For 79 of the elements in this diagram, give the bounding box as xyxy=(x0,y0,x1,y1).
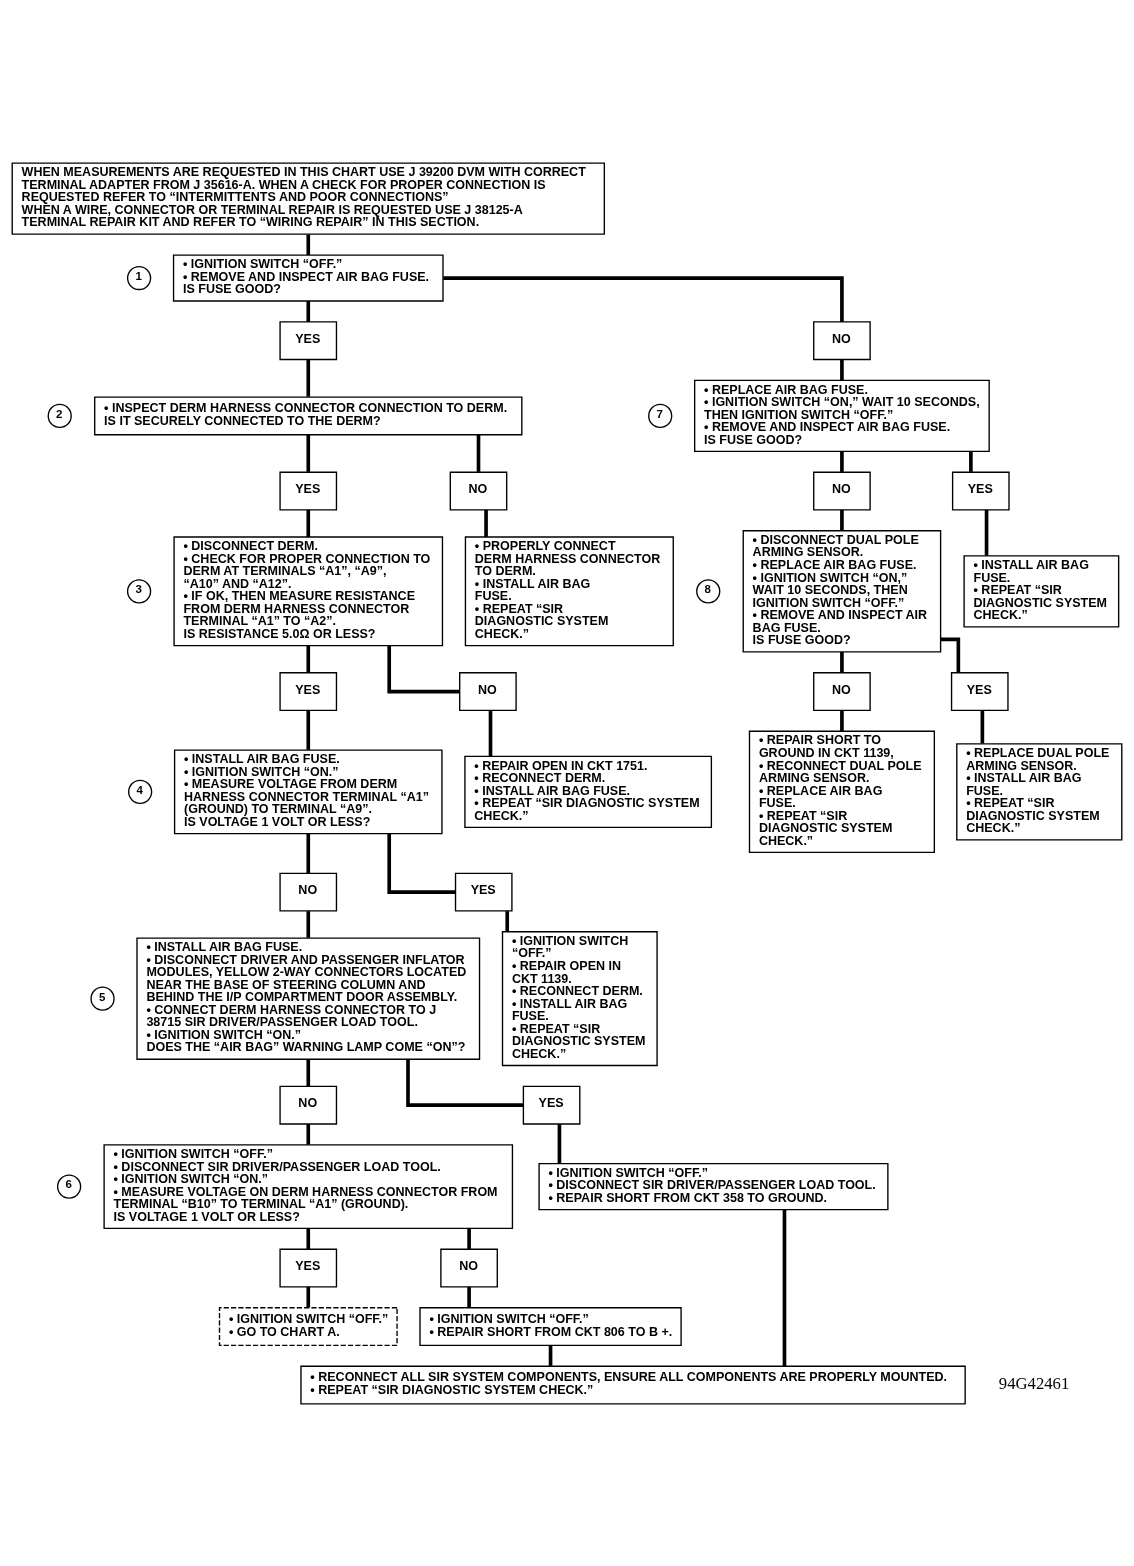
connector xyxy=(306,1286,311,1307)
connector xyxy=(306,509,311,537)
node-box: • IGNITION SWITCH “OFF.” • DISCONNECT SIR DRIVER/PASSENGER LOAD TOOL. • REPAIR SHORT FROM CKT 358 TO GROUND. xyxy=(538,1162,889,1210)
label: 94G42461 xyxy=(998,1373,1070,1393)
connector xyxy=(557,1123,562,1163)
node-box: NO xyxy=(279,1085,338,1125)
connector xyxy=(306,1228,311,1249)
connector xyxy=(548,1344,553,1366)
connector xyxy=(484,509,488,537)
node-box: NO xyxy=(459,671,517,711)
connector xyxy=(840,359,844,380)
node-box: YES xyxy=(950,671,1009,711)
node-box: YES xyxy=(279,471,338,511)
connector xyxy=(505,910,510,931)
node-box: NO xyxy=(813,320,871,360)
connector xyxy=(306,359,311,397)
connector xyxy=(443,275,844,322)
node-label: 4 xyxy=(136,783,143,796)
node-box: • INSPECT DERM HARNESS CONNECTOR CONNECTION TO DERM. IS IT SECURELY CONNECTED TO THE DERM? xyxy=(94,395,523,435)
connector xyxy=(969,451,973,472)
node-box: • IGNITION SWITCH “OFF.” • REPAIR OPEN IN CKT 1139. • RECONNECT DERM. • INSTALL AIR BAG FUSE. • REPEAT “SIR DIAGNOSTIC SYSTEM CHECK.” xyxy=(501,930,658,1066)
node-box: YES xyxy=(951,471,1010,511)
node-box: • DISCONNECT DERM. • CHECK FOR PROPER CONNECTION TO DERM AT TERMINALS “A1”, “A9”, “A10” AND “A12”. • IF OK, THEN MEASURE RESISTANCE FROM DERM HARNESS CONNECTOR TERMINAL “A1” TO “A2”. IS RESISTANCE 5.0Ω OR LESS? xyxy=(173,535,444,646)
node-box: WHEN MEASUREMENTS ARE REQUESTED IN THIS CHART USE J 39200 DVM WITH CORRECT TERMINAL ADAPTER FROM J 35616-A. WHEN A CHECK FOR PROPER CONNECTION IS REQUESTED REFER TO “INTERMITTENTS AND POOR CONNECTIONS” WHEN A WIRE, CONNECTOR OR TERMINAL REPAIR IS REQUESTED USE J 38125-A TERMINAL REPAIR KIT AND REFER TO “WIRING REPAIR” IN THIS SECTION. xyxy=(11,162,605,235)
node-box: • DISCONNECT DUAL POLE ARMING SENSOR. • REPLACE AIR BAG FUSE. • IGNITION SWITCH “ON,” WAIT 10 SECONDS, THEN IGNITION SWITCH “OFF.” • REMOVE AND INSPECT AIR BAG FUSE. IS FUSE GOOD? xyxy=(742,529,942,653)
node-label: 8 xyxy=(704,582,711,595)
connector xyxy=(782,1209,787,1366)
node-box: • IGNITION SWITCH “OFF.” • REPAIR SHORT FROM CKT 806 TO B +. xyxy=(419,1306,682,1346)
connector xyxy=(467,1228,471,1249)
node-box: NO xyxy=(279,872,338,912)
node-box: NO xyxy=(449,471,508,511)
connector xyxy=(984,509,989,556)
connector xyxy=(387,833,456,894)
node-label: 6 xyxy=(65,1177,72,1190)
connector xyxy=(306,1123,311,1145)
node-label: 1 xyxy=(135,269,142,282)
node-box: • REPLACE AIR BAG FUSE. • IGNITION SWITCH “ON,” WAIT 10 SECONDS, THEN IGNITION SWITCH “OFF.” • REMOVE AND INSPECT AIR BAG FUSE. IS FUSE GOOD? xyxy=(694,379,990,452)
connector xyxy=(306,1058,311,1086)
node-box: NO xyxy=(813,671,871,711)
node-box: • REPAIR SHORT TO GROUND IN CKT 1139, • RECONNECT DUAL POLE ARMING SENSOR. • REPLACE AIR BAG FUSE. • REPEAT “SIR DIAGNOSTIC SYSTEM CHECK.” xyxy=(748,730,935,853)
connector xyxy=(406,1058,524,1107)
connector xyxy=(488,709,493,756)
node-box: YES xyxy=(454,872,513,912)
node-box: • IGNITION SWITCH “OFF.” • DISCONNECT SIR DRIVER/PASSENGER LOAD TOOL. • IGNITION SWITCH “ON.” • MEASURE VOLTAGE ON DERM HARNESS CONNECTOR FROM TERMINAL “B10” TO TERMINAL “A1” (GROUND). IS VOLTAGE 1 VOLT OR LESS? xyxy=(103,1143,514,1229)
node-box: • INSTALL AIR BAG FUSE. • REPEAT “SIR DIAGNOSTIC SYSTEM CHECK.” xyxy=(963,554,1120,628)
connector xyxy=(306,833,311,873)
connector xyxy=(940,637,961,673)
node-box: • REPLACE DUAL POLE ARMING SENSOR. • INSTALL AIR BAG FUSE. • REPEAT “SIR DIAGNOSTIC SYSTEM CHECK.” xyxy=(956,742,1123,841)
connector xyxy=(306,910,311,938)
node-box: YES xyxy=(522,1085,581,1125)
connector xyxy=(840,451,844,472)
node-box: • IGNITION SWITCH “OFF.” • REMOVE AND INSPECT AIR BAG FUSE. IS FUSE GOOD? xyxy=(172,253,444,302)
connector xyxy=(306,234,311,255)
connector xyxy=(467,1286,471,1307)
node-box: YES xyxy=(279,320,338,360)
node-box: NO xyxy=(440,1248,498,1288)
node-box: • INSTALL AIR BAG FUSE. • DISCONNECT DRIVER AND PASSENGER INFLATOR MODULES, YELLOW 2-WAY CONNECTORS LOCATED NEAR THE BASE OF STEERING COLUMN AND BEHIND THE I/P COMPARTMENT DOOR ASSEMBLY. • CONNECT DERM HARNESS CONNECTOR TO J 38715 SIR DRIVER/PASSENGER LOAD TOOL. • IGNITION SWITCH “ON.” DOES THE “AIR BAG” WARNING LAMP COME “ON”? xyxy=(136,936,481,1060)
node-box: • INSTALL AIR BAG FUSE. • IGNITION SWITCH “ON.” • MEASURE VOLTAGE FROM DERM HARNESS CONNECTOR TERMINAL “A1” (GROUND) TO TERMINAL “A9”. IS VOLTAGE 1 VOLT OR LESS? xyxy=(173,748,443,834)
connector xyxy=(840,509,844,531)
connector xyxy=(840,709,844,731)
connector xyxy=(476,434,481,472)
connector xyxy=(306,300,311,322)
node-box: YES xyxy=(279,671,338,711)
node-label: 5 xyxy=(98,990,106,1003)
node-label: 2 xyxy=(56,407,63,420)
node-box: • IGNITION SWITCH “OFF.” • GO TO CHART A. xyxy=(218,1306,398,1346)
connector xyxy=(387,645,460,693)
connector xyxy=(980,709,985,743)
node-label: 3 xyxy=(135,582,142,595)
connector xyxy=(306,709,311,750)
connector xyxy=(306,434,311,472)
connector xyxy=(306,645,311,672)
node-box: YES xyxy=(279,1248,338,1288)
connector xyxy=(840,651,844,673)
node-box: • REPAIR OPEN IN CKT 1751. • RECONNECT DERM. • INSTALL AIR BAG FUSE. • REPEAT “SIR DIAGNOSTIC SYSTEM CHECK.” xyxy=(464,755,713,828)
node-label: 7 xyxy=(656,407,663,420)
node-box: NO xyxy=(813,471,871,511)
node-box: • RECONNECT ALL SIR SYSTEM COMPONENTS, ENSURE ALL COMPONENTS ARE PROPERLY MOUNTED. • REPEAT “SIR DIAGNOSTIC SYSTEM CHECK.” xyxy=(300,1365,966,1404)
node-box: • PROPERLY CONNECT DERM HARNESS CONNECTOR TO DERM. • INSTALL AIR BAG FUSE. • REPEAT “SIR DIAGNOSTIC SYSTEM CHECK.” xyxy=(464,535,674,646)
